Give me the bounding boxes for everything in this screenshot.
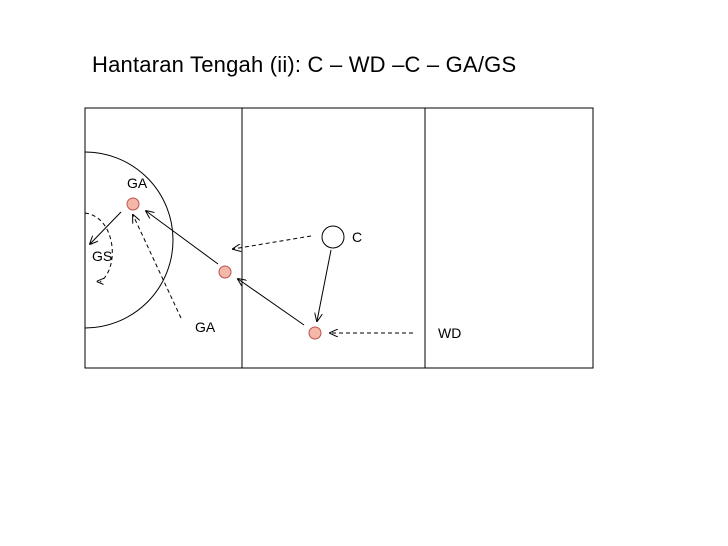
player-c [321, 225, 345, 249]
page-title: Hantaran Tengah (ii): C – WD –C – GA/GS [92, 52, 517, 77]
label-ga-top: GA [127, 175, 148, 191]
move-arrow-c-to-left [233, 235, 312, 249]
pass-arrow-ga-to-gs [90, 211, 122, 244]
gs-dashed-curve [84, 212, 113, 283]
player-ga-middle [218, 265, 232, 279]
player-wd [308, 326, 322, 340]
player-ga-top [126, 197, 140, 211]
label-wd: WD [438, 325, 461, 341]
shooting-circle [84, 151, 174, 329]
label-gs: GS [92, 248, 112, 264]
label-ga-bottom: GA [195, 319, 216, 335]
pass-arrow-wd-to-ga [238, 279, 305, 326]
pass-arrow-ga-to-ga [146, 211, 219, 265]
court-outline [84, 107, 594, 369]
label-gs-arrow: < [96, 273, 104, 289]
move-arrow-ga-down [133, 215, 182, 319]
pass-arrow-c-to-wd [317, 249, 332, 321]
label-c: C [352, 229, 362, 245]
